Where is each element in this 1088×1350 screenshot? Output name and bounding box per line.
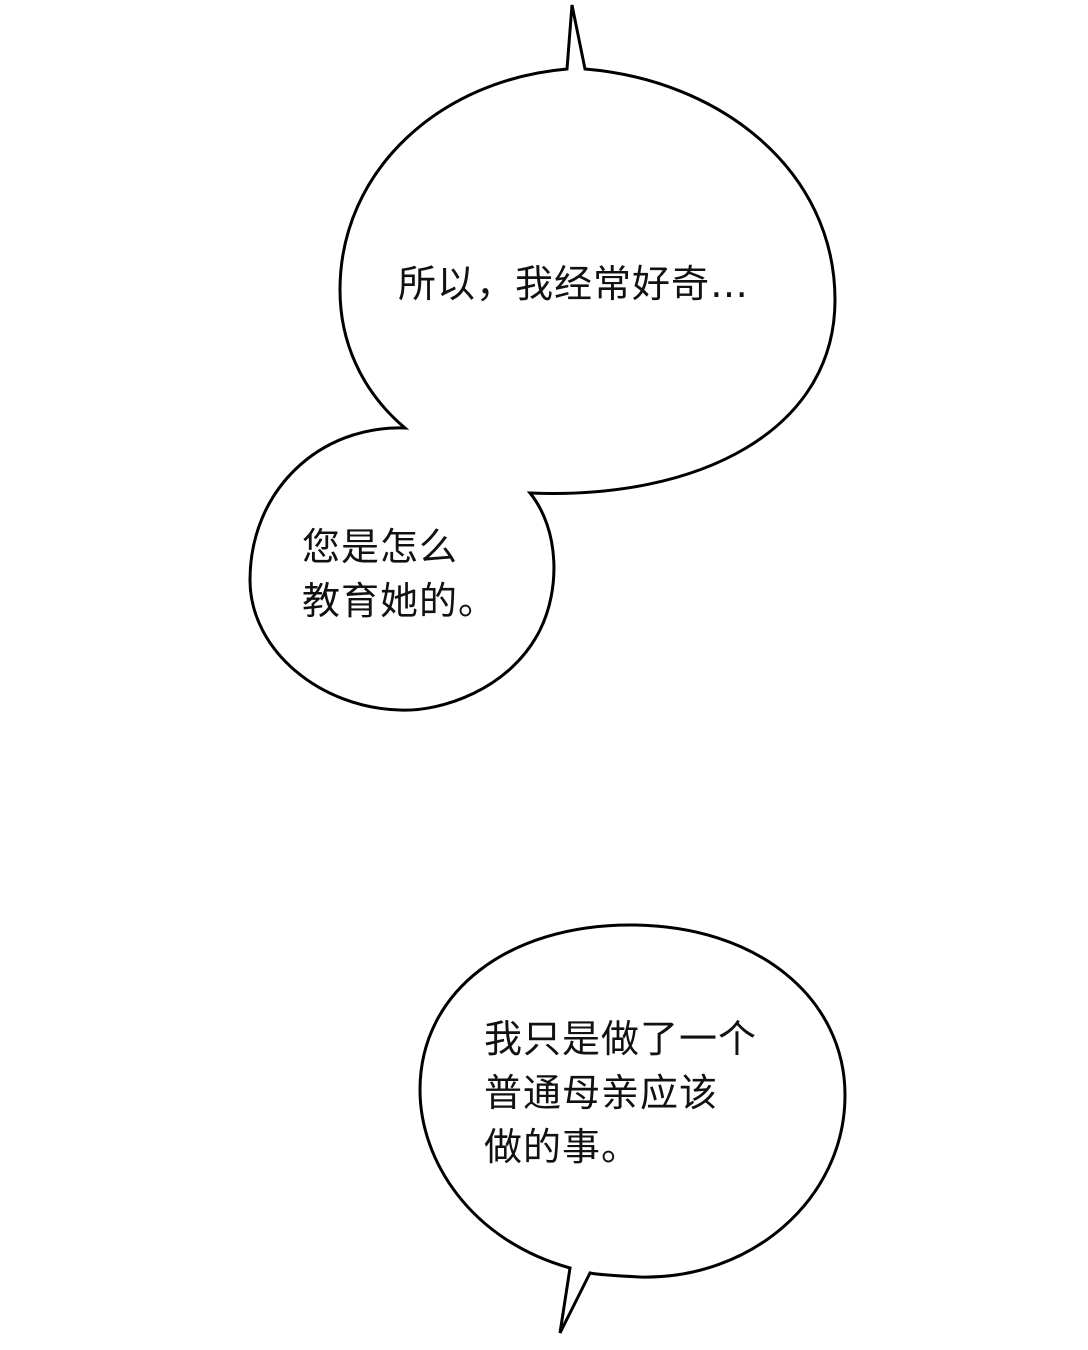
dialogue-line: 所以，我经常好奇… [398, 262, 750, 306]
dialogue-line: 做的事。 [484, 1125, 641, 1169]
dialogue-line: 普通母亲应该 [484, 1071, 719, 1115]
speech-bubble-bottom-outline [418, 923, 847, 1334]
dialogue-line: 您是怎么 [302, 525, 459, 569]
speech-bubble-top-text: 所以，我经常好奇… [398, 256, 749, 312]
dialogue-line: 我只是做了一个 [484, 1017, 758, 1061]
dialogue-line: 教育她的。 [302, 579, 498, 623]
speech-bubble-bottom-text: 我只是做了一个 普通母亲应该 做的事。 [484, 1012, 757, 1174]
speech-bubble-left-text: 您是怎么 教育她的。 [302, 520, 497, 628]
speech-bubble-top-outline [248, 4, 837, 712]
